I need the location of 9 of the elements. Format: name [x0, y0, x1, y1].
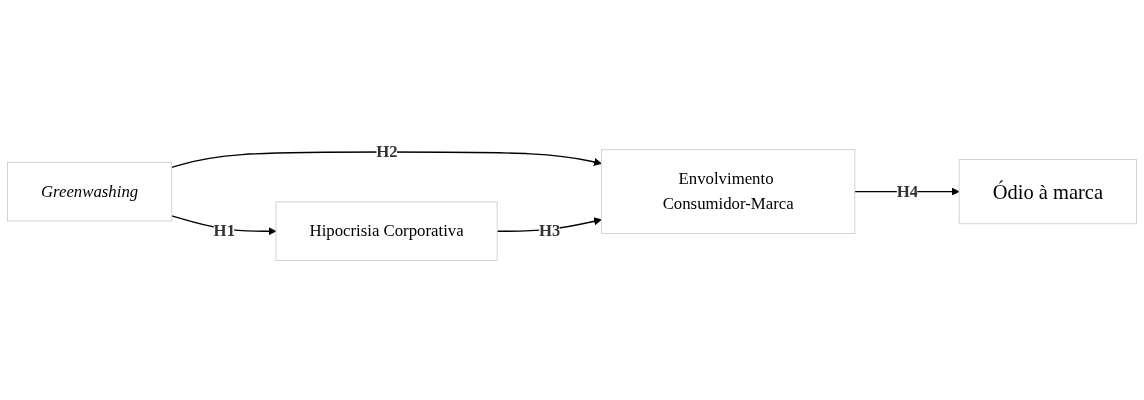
edge-label: H4 — [896, 181, 919, 201]
node-box: Envolvimento Consumidor-Marca — [601, 149, 856, 234]
edge-label: H2 — [376, 142, 398, 161]
node-box: Ódio à marca — [958, 159, 1137, 225]
edge-label: H3 — [539, 221, 561, 241]
node-box: Greenwashing — [7, 161, 173, 222]
arrow — [171, 151, 602, 169]
edge-label: H1 — [213, 221, 236, 241]
node-box: Hipocrisia Corporativa — [275, 201, 498, 261]
